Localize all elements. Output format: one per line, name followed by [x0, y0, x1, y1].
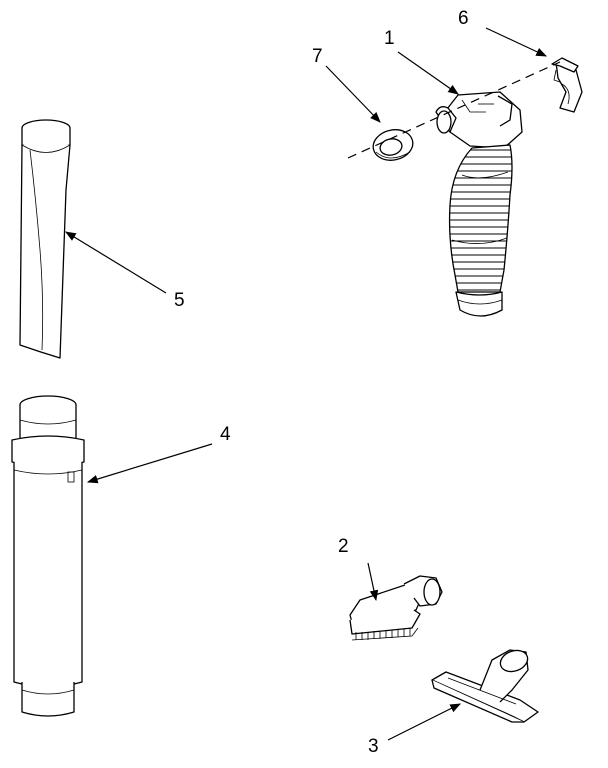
assembly-axis	[347, 61, 561, 159]
part-2-dusting-brush	[349, 575, 443, 641]
callout-2: 2	[338, 536, 349, 557]
part-3-upholstery-tool	[431, 649, 539, 723]
leader-3	[387, 703, 461, 741]
callout-5: 5	[174, 290, 185, 311]
leader-2	[367, 562, 379, 602]
callout-3: 3	[368, 736, 379, 757]
callout-1: 1	[384, 28, 395, 49]
leader-4	[86, 443, 213, 484]
part-5-extension-wand	[19, 119, 71, 359]
callout-4: 4	[220, 424, 231, 445]
part-1-hose	[435, 91, 523, 317]
leader-6	[485, 27, 547, 57]
callout-6: 6	[458, 8, 469, 29]
leader-1	[397, 51, 459, 95]
leader-5	[65, 231, 167, 294]
callout-labels: 1 2 3 4 5 6 7	[174, 8, 469, 757]
leader-lines	[65, 27, 547, 741]
callout-7: 7	[312, 46, 323, 67]
part-6-clip	[551, 57, 583, 113]
part-7-gasket-ring	[372, 129, 414, 161]
part-4-tube	[11, 395, 85, 717]
brush-bristles	[351, 627, 419, 641]
leader-7	[325, 65, 381, 123]
